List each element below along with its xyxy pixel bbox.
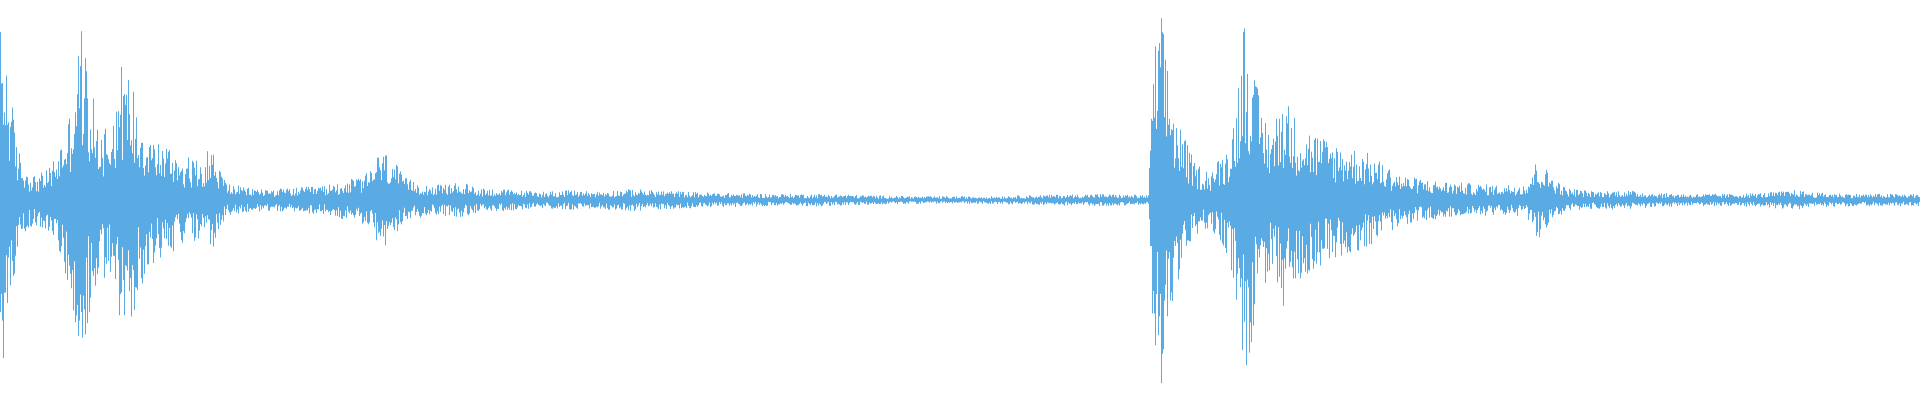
- waveform-trace: [0, 18, 1920, 384]
- waveform-path: [0, 18, 1920, 384]
